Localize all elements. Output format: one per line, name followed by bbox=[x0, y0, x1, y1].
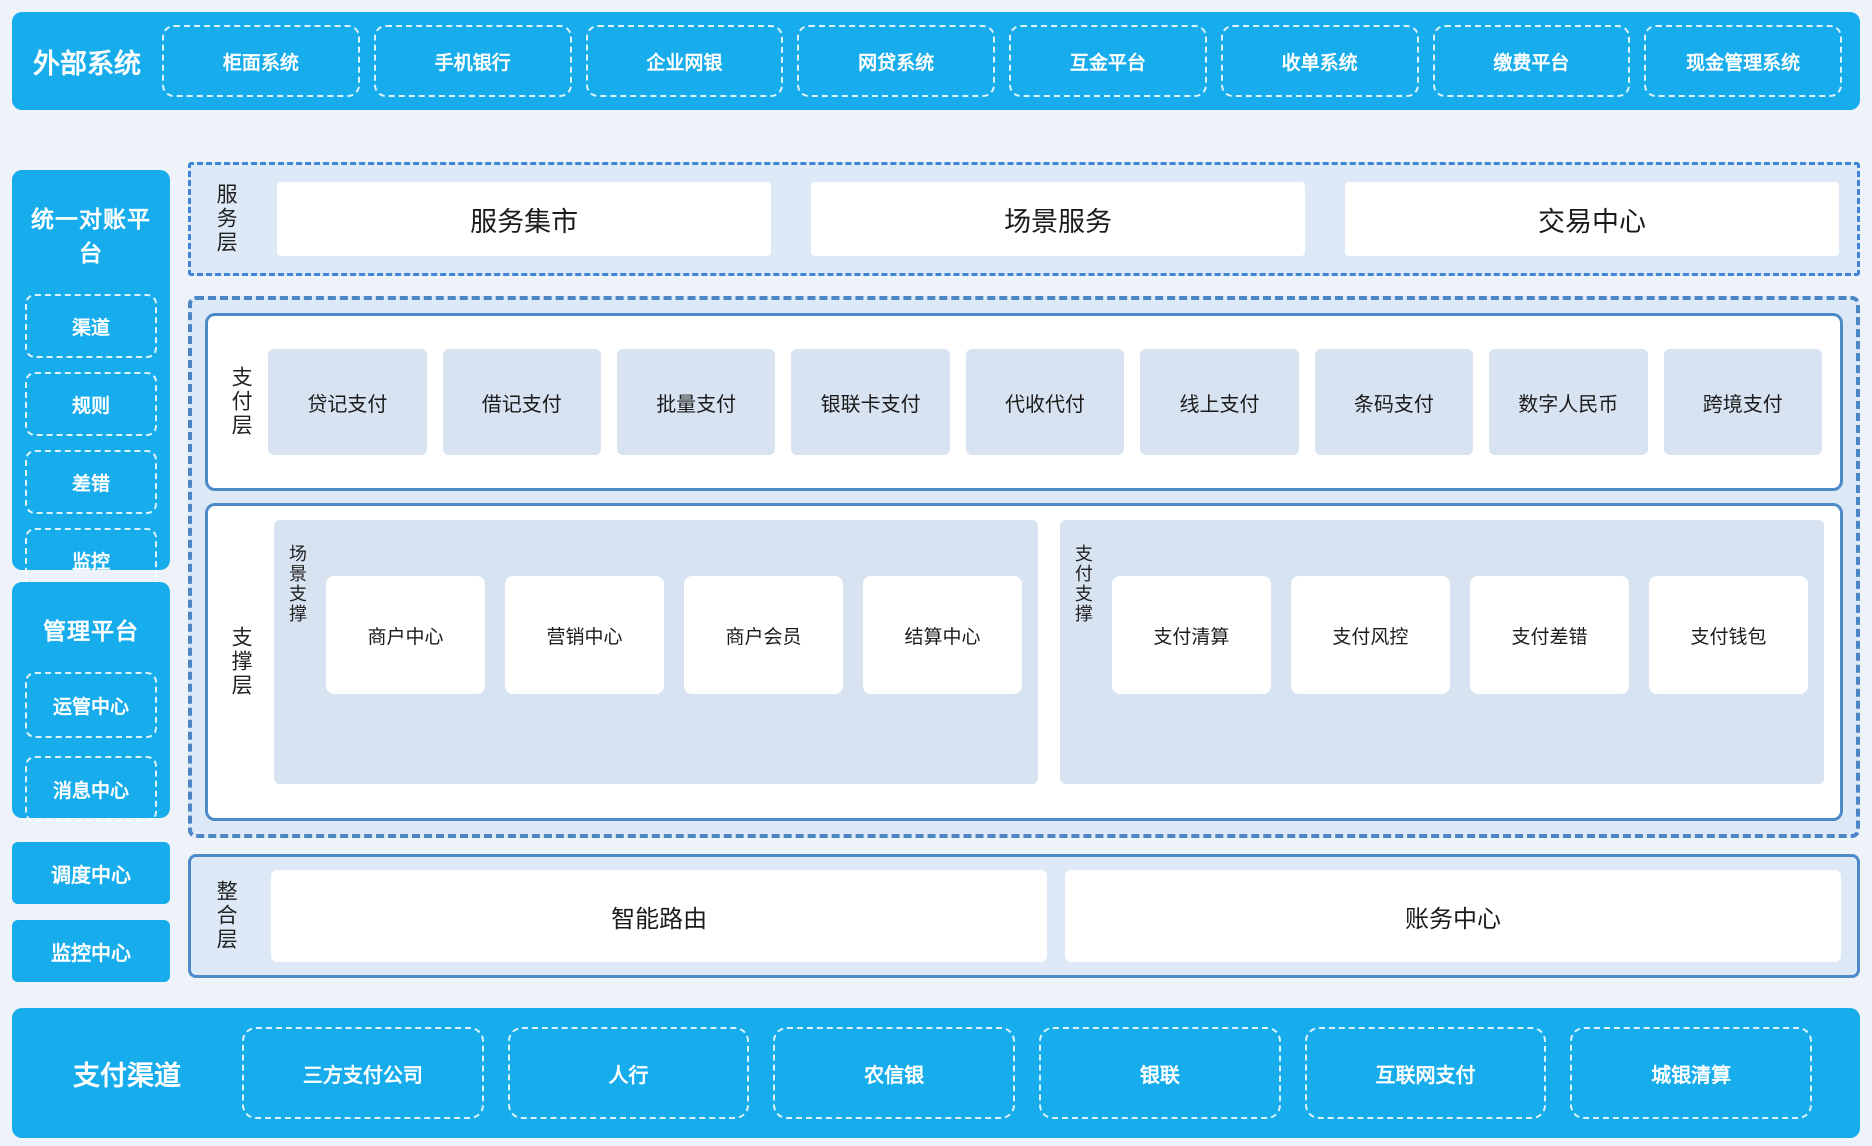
payment-support-label: 支付支撑 bbox=[1072, 544, 1093, 624]
middle-region: 统一对账平台 渠道规则差错监控 管理平台 运管中心消息中心 调度中心 监控中心 … bbox=[12, 146, 1860, 982]
service-layer-item: 服务集市 bbox=[277, 182, 772, 256]
scene-support-item: 结算中心 bbox=[863, 576, 1023, 694]
service-layer-item: 场景服务 bbox=[811, 182, 1306, 256]
payment-layer-item: 借记支付 bbox=[442, 349, 601, 455]
payment-support-item: 支付风控 bbox=[1290, 576, 1450, 694]
service-layer-item: 交易中心 bbox=[1345, 182, 1839, 256]
payment-support-group: 支付支撑 支付清算支付风控支付差错支付钱包 bbox=[1060, 520, 1825, 784]
management-items: 运管中心消息中心 bbox=[25, 672, 157, 822]
external-system-item: 收单系统 bbox=[1220, 25, 1419, 97]
integration-layer-item: 账务中心 bbox=[1065, 870, 1842, 962]
support-layer: 支撑层 场景支撑 商户中心营销中心商户会员结算中心 支付支撑 支付清算支付风控支… bbox=[205, 503, 1843, 821]
scene-support-list: 商户中心营销中心商户会员结算中心 bbox=[325, 540, 1023, 694]
service-layer-list: 服务集市场景服务交易中心 bbox=[277, 182, 1839, 256]
payment-layer-item: 线上支付 bbox=[1140, 349, 1299, 455]
monitor-center-box: 监控中心 bbox=[12, 920, 170, 982]
external-system-item: 柜面系统 bbox=[162, 25, 360, 97]
support-layer-label: 支撑层 bbox=[229, 626, 253, 698]
service-layer: 服务层 服务集市场景服务交易中心 bbox=[188, 162, 1860, 276]
integration-layer: 整合层 智能路由账务中心 bbox=[188, 854, 1860, 978]
management-platform-block: 管理平台 运管中心消息中心 bbox=[12, 582, 170, 822]
service-layer-label: 服务层 bbox=[214, 183, 238, 255]
external-system-item: 企业网银 bbox=[585, 25, 784, 97]
payment-channels-bar: 支付渠道 三方支付公司人行农信银银联互联网支付城银清算 bbox=[12, 1008, 1860, 1138]
payment-support-list: 支付清算支付风控支付差错支付钱包 bbox=[1111, 540, 1808, 694]
payment-layer-item: 代收代付 bbox=[965, 349, 1125, 455]
external-system-item: 缴费平台 bbox=[1432, 25, 1631, 97]
payment-layer-item: 跨境支付 bbox=[1663, 349, 1822, 455]
payment-layer: 支付层 贷记支付借记支付批量支付银联卡支付代收代付线上支付条码支付数字人民币跨境… bbox=[205, 313, 1843, 491]
scene-support-label: 场景支撑 bbox=[286, 544, 307, 624]
integration-layer-label: 整合层 bbox=[214, 880, 238, 952]
reconciliation-platform-block: 统一对账平台 渠道规则差错监控 bbox=[12, 170, 170, 592]
payment-support-item: 支付清算 bbox=[1111, 576, 1271, 694]
scene-support-item: 商户会员 bbox=[684, 576, 844, 694]
payment-layer-item: 数字人民币 bbox=[1489, 349, 1648, 455]
scene-support-group: 场景支撑 商户中心营销中心商户会员结算中心 bbox=[274, 520, 1039, 784]
management-platform-title: 管理平台 bbox=[43, 618, 139, 644]
payment-layer-label: 支付层 bbox=[229, 366, 253, 438]
integration-layer-list: 智能路由账务中心 bbox=[271, 870, 1842, 962]
payment-layer-item: 贷记支付 bbox=[268, 349, 427, 455]
payment-support-item: 支付钱包 bbox=[1648, 576, 1808, 694]
payment-channel-item: 银联 bbox=[1039, 1027, 1281, 1119]
external-system-item: 网贷系统 bbox=[797, 25, 995, 97]
payment-channel-item: 互联网支付 bbox=[1304, 1027, 1547, 1119]
core-layers-wrapper: 支付层 贷记支付借记支付批量支付银联卡支付代收代付线上支付条码支付数字人民币跨境… bbox=[188, 296, 1860, 838]
payment-layer-item: 批量支付 bbox=[616, 349, 776, 455]
dispatch-center-box: 调度中心 bbox=[12, 842, 170, 904]
payment-channel-item: 城银清算 bbox=[1570, 1027, 1813, 1119]
payment-channel-item: 三方支付公司 bbox=[242, 1027, 484, 1119]
sidebar: 统一对账平台 渠道规则差错监控 管理平台 运管中心消息中心 调度中心 监控中心 bbox=[12, 146, 170, 982]
external-system-item: 现金管理系统 bbox=[1644, 25, 1842, 97]
reconciliation-item: 渠道 bbox=[25, 294, 157, 358]
payment-layer-item: 银联卡支付 bbox=[791, 349, 950, 455]
main-layers: 服务层 服务集市场景服务交易中心 支付层 贷记支付借记支付批量支付银联卡支付代收… bbox=[188, 146, 1860, 982]
reconciliation-item: 规则 bbox=[25, 372, 157, 436]
payment-channel-item: 农信银 bbox=[773, 1027, 1016, 1119]
payment-channels-list: 三方支付公司人行农信银银联互联网支付城银清算 bbox=[242, 1027, 1842, 1119]
external-systems-label: 外部系统 bbox=[33, 48, 141, 79]
management-item: 消息中心 bbox=[25, 756, 157, 822]
payment-layer-list: 贷记支付借记支付批量支付银联卡支付代收代付线上支付条码支付数字人民币跨境支付 bbox=[268, 349, 1822, 455]
reconciliation-item: 差错 bbox=[25, 450, 157, 514]
payment-layer-item: 条码支付 bbox=[1314, 349, 1474, 455]
payment-channel-item: 人行 bbox=[507, 1027, 750, 1119]
integration-layer-item: 智能路由 bbox=[271, 870, 1048, 962]
payment-channels-label: 支付渠道 bbox=[73, 1060, 181, 1091]
external-systems-bar: 外部系统 柜面系统手机银行企业网银网贷系统互金平台收单系统缴费平台现金管理系统 bbox=[12, 12, 1860, 110]
reconciliation-items: 渠道规则差错监控 bbox=[25, 294, 157, 592]
external-system-item: 手机银行 bbox=[373, 25, 572, 97]
external-systems-list: 柜面系统手机银行企业网银网贷系统互金平台收单系统缴费平台现金管理系统 bbox=[162, 25, 1842, 97]
payment-support-item: 支付差错 bbox=[1469, 576, 1629, 694]
external-system-item: 互金平台 bbox=[1009, 25, 1207, 97]
scene-support-item: 商户中心 bbox=[325, 576, 485, 694]
management-item: 运管中心 bbox=[25, 672, 157, 738]
reconciliation-platform-title: 统一对账平台 bbox=[31, 206, 151, 266]
scene-support-item: 营销中心 bbox=[504, 576, 664, 694]
